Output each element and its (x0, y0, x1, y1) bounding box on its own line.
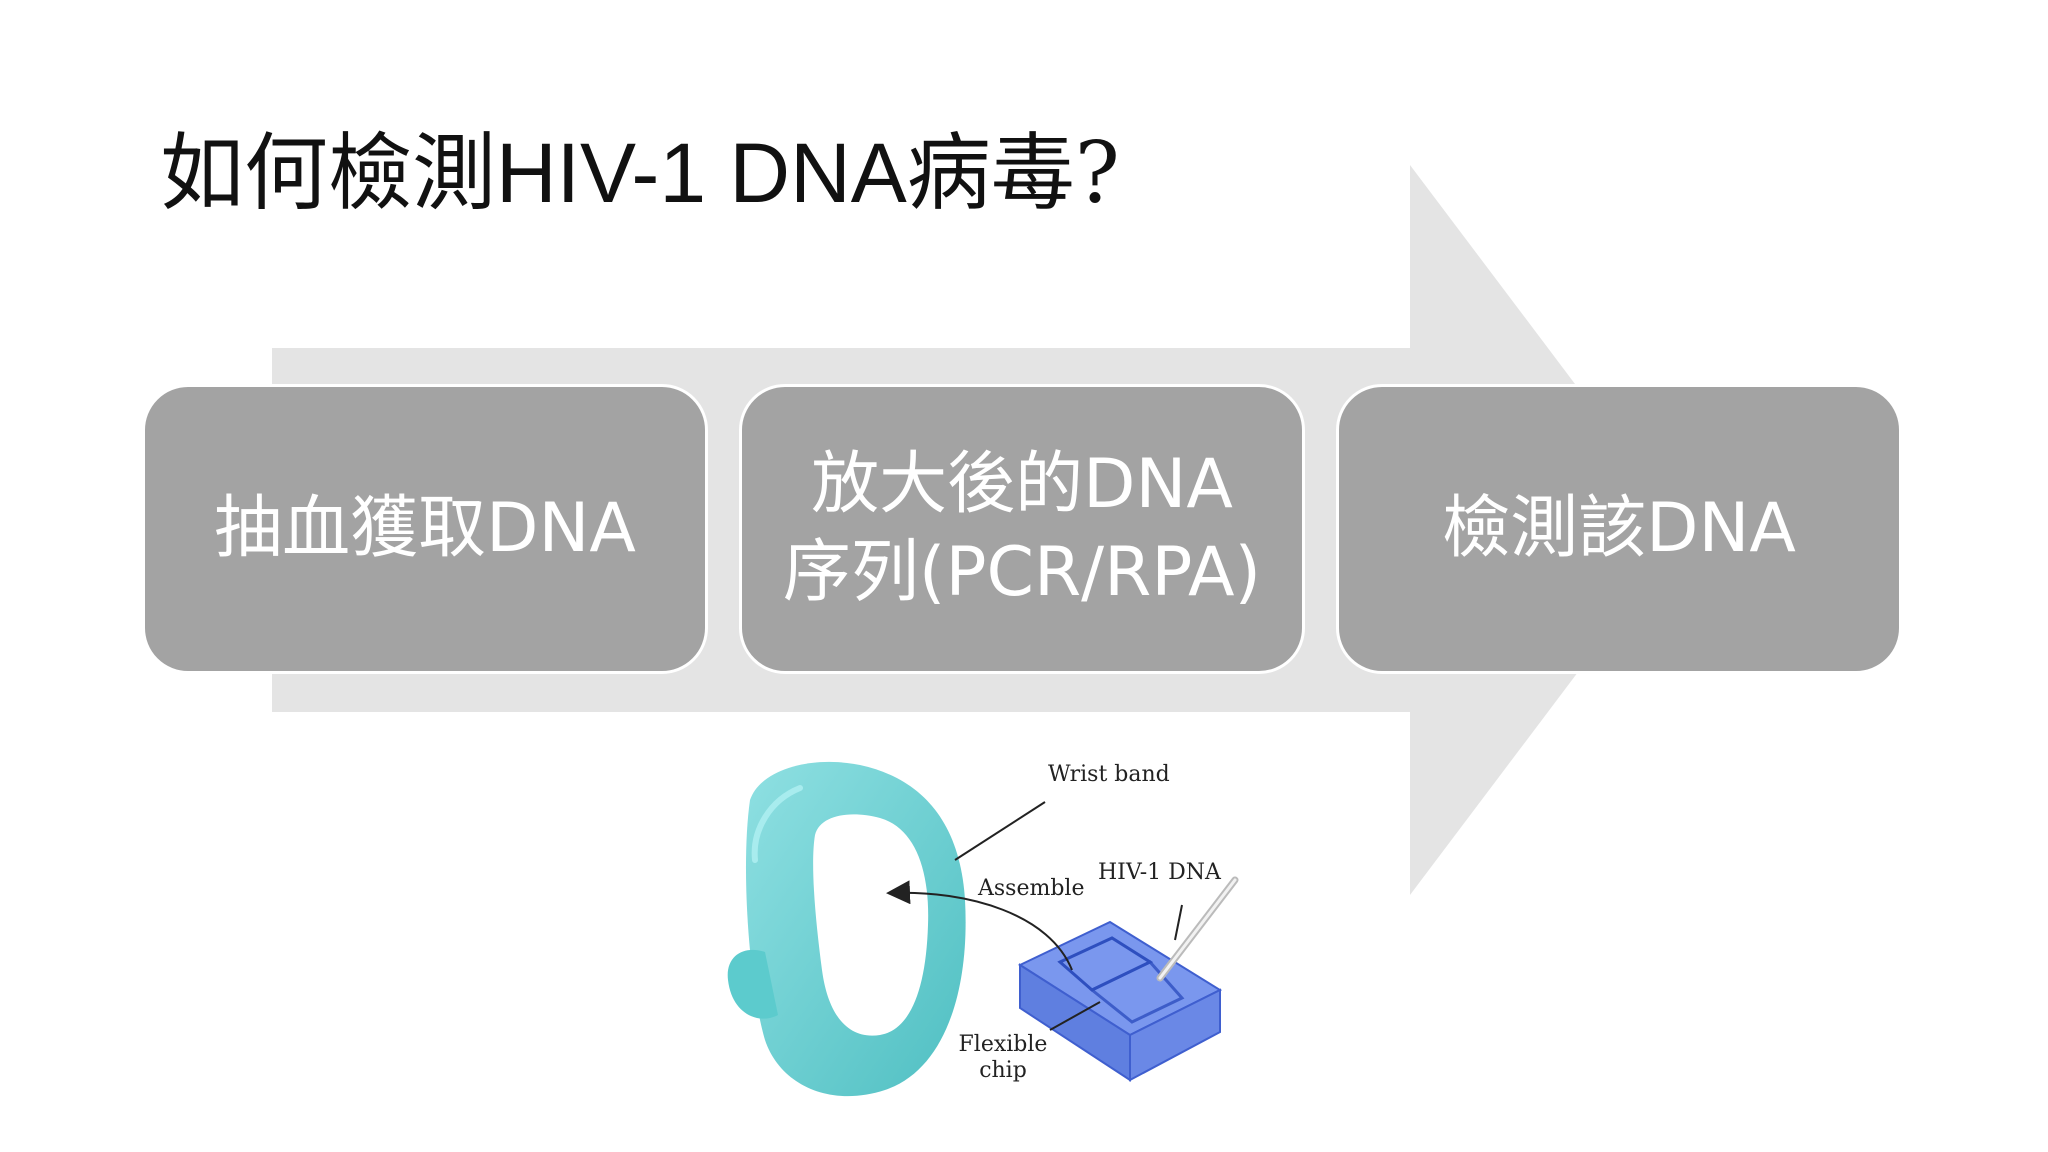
step-box-draw-blood: 抽血獲取DNA (142, 384, 708, 674)
step-2-line-1: 放大後的DNA (811, 445, 1233, 524)
title-latin: HIV-1 DNA (496, 126, 907, 220)
chip-leader-line (1049, 1001, 1101, 1031)
page-title: 如何檢測HIV-1 DNA病毒? (160, 118, 1120, 228)
step-2-line-2: 序列(PCR/RPA) (782, 533, 1262, 612)
wristband-icon (727, 761, 966, 1097)
step-box-detect: 檢測該DNA (1336, 384, 1902, 674)
dna-leader-line (1174, 904, 1183, 941)
flexible-chip-icon (1017, 920, 1223, 1082)
assemble-arrow (886, 880, 1073, 971)
wristband-leader-line (954, 801, 1046, 861)
label-wrist-band: Wrist band (1048, 762, 1170, 787)
pipette-icon (1156, 876, 1239, 982)
label-flexible: Flexible (958, 1032, 1048, 1057)
label-assemble: Assemble (978, 876, 1085, 901)
label-hiv-dna: HIV-1 DNA (1098, 860, 1221, 885)
step-box-amplify: 放大後的DNA 序列(PCR/RPA) (739, 384, 1305, 674)
step-1-line-1: 抽血獲取DNA (214, 489, 636, 568)
step-3-line-1: 檢測該DNA (1442, 489, 1796, 568)
title-prefix: 如何檢測 (160, 124, 497, 222)
wristband-chip-figure: Wrist band Assemble HIV-1 DNA Flexible c… (720, 740, 1260, 1120)
title-suffix: 病毒? (906, 124, 1120, 222)
label-chip: chip (979, 1058, 1027, 1083)
wristband-chip-illustration (727, 761, 1239, 1097)
